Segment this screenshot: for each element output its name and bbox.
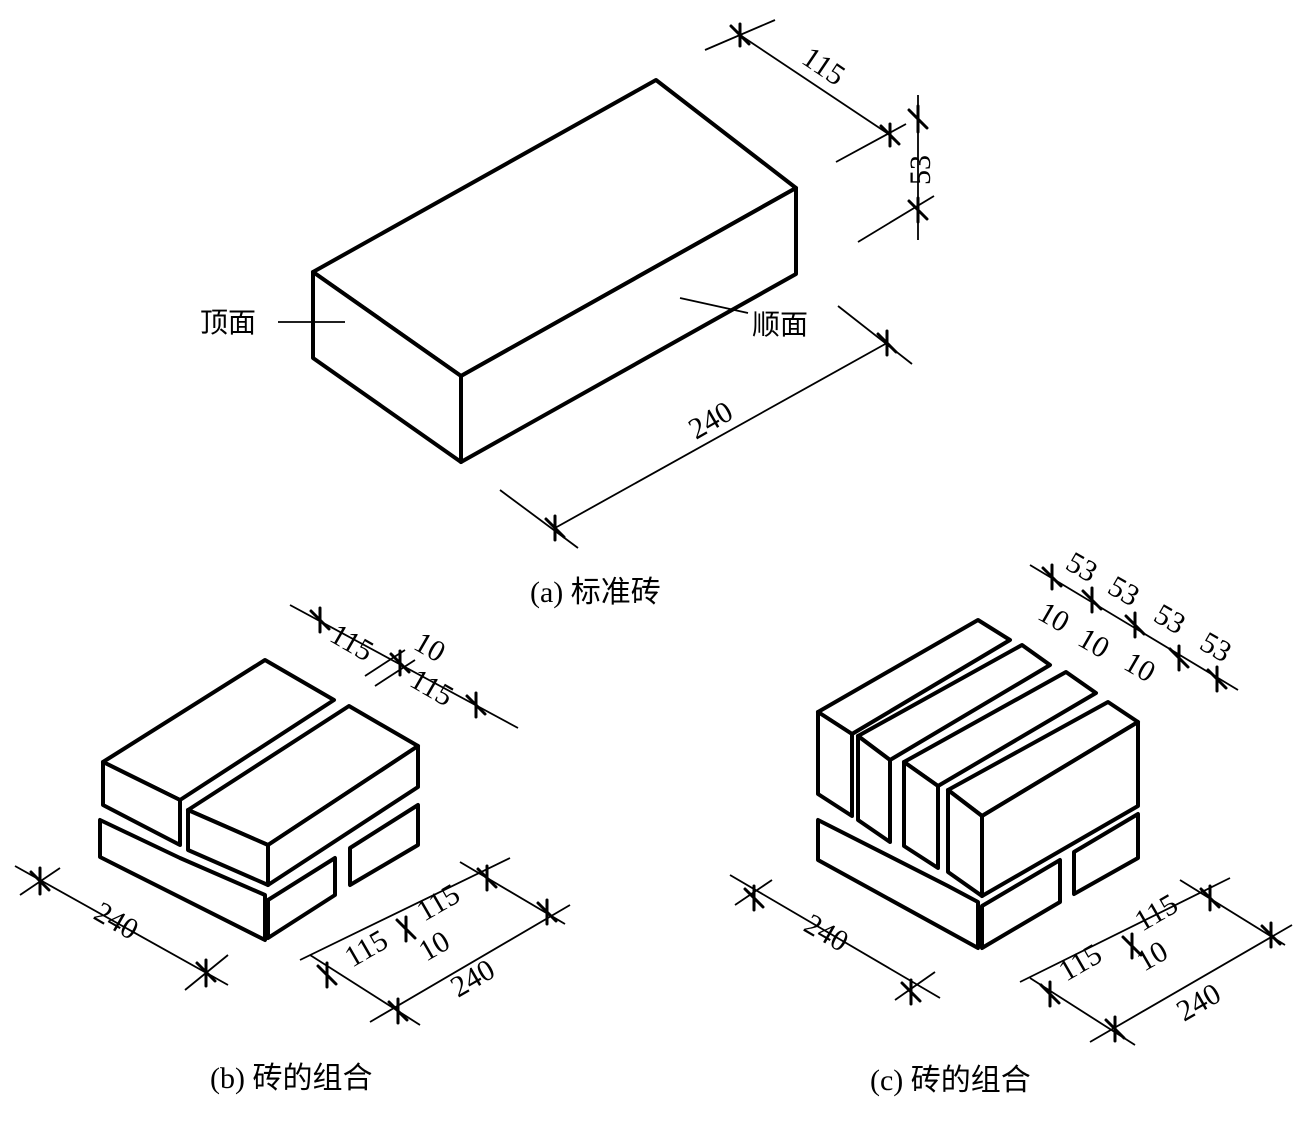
tick bbox=[1041, 563, 1063, 591]
dim-line-240 bbox=[554, 342, 888, 529]
tick bbox=[900, 978, 922, 1006]
ext-line bbox=[857, 195, 935, 243]
tick bbox=[729, 22, 751, 48]
dim-line bbox=[1089, 924, 1293, 1043]
dim-line-left bbox=[729, 874, 941, 999]
dim-label: 240 bbox=[89, 895, 144, 946]
dim-label: 115 bbox=[411, 878, 466, 929]
figure-c-brick-combination: 53 53 53 53 10 10 10 240 115 115 10 240 … bbox=[729, 545, 1293, 1097]
leader-stretcher-face bbox=[679, 297, 749, 314]
brick-c-lower-side-right bbox=[1072, 812, 1140, 896]
figure-b-brick-combination: 115 10 115 240 115 115 10 240 (b) 砖的组合 bbox=[14, 604, 571, 1095]
tick bbox=[476, 864, 498, 892]
dim-label: 53 bbox=[1103, 569, 1145, 613]
tick bbox=[536, 898, 558, 926]
ext-line bbox=[374, 659, 416, 687]
ext-line bbox=[1179, 879, 1286, 946]
brick-lower-front bbox=[98, 818, 267, 942]
dim-label-53: 53 bbox=[904, 155, 937, 185]
tick bbox=[1260, 921, 1282, 949]
dim-label-240: 240 bbox=[683, 395, 738, 446]
label-stretcher-face: 顺面 bbox=[752, 308, 808, 341]
dim-line-115 bbox=[739, 34, 891, 136]
ext-line bbox=[1029, 977, 1136, 1046]
tick bbox=[907, 196, 929, 224]
tick bbox=[907, 104, 929, 134]
brick-c1-end bbox=[816, 710, 854, 818]
dim-label: 10 bbox=[409, 625, 451, 669]
brick-upper-right-side bbox=[266, 744, 420, 887]
dim-label: 240 bbox=[445, 953, 500, 1004]
ext-line bbox=[364, 649, 406, 677]
tick bbox=[743, 884, 765, 912]
dim-label: 10 bbox=[1073, 621, 1115, 665]
tick bbox=[1121, 932, 1143, 960]
tick bbox=[1104, 1015, 1126, 1043]
figure-a-standard-brick: 顶面 顺面 115 53 240 (a) 标准砖 bbox=[200, 19, 937, 609]
brick-lower-side-right bbox=[348, 803, 420, 887]
label-header-face: 顶面 bbox=[200, 306, 256, 339]
ext-line bbox=[837, 305, 913, 365]
tick bbox=[1206, 665, 1228, 693]
caption-b: (b) 砖的组合 bbox=[210, 1062, 372, 1095]
dim-label: 115 bbox=[1053, 938, 1108, 989]
tick bbox=[1199, 884, 1221, 912]
brick-c2-end bbox=[856, 734, 892, 844]
caption-a: (a) 标准砖 bbox=[530, 576, 661, 609]
brick-c4-side bbox=[980, 720, 1140, 898]
tick bbox=[544, 514, 566, 542]
dim-label: 115 bbox=[1129, 888, 1184, 939]
dim-label: 240 bbox=[1171, 977, 1226, 1028]
brick-upper-left-end bbox=[101, 760, 182, 847]
dim-label: 53 bbox=[1061, 545, 1103, 589]
dim-label: 53 bbox=[1195, 625, 1237, 669]
dim-label: 10 bbox=[1033, 595, 1075, 639]
dim-line bbox=[299, 857, 511, 961]
tick bbox=[316, 961, 338, 989]
tick bbox=[1168, 644, 1190, 672]
brick-c3-end bbox=[902, 760, 940, 870]
dim-line bbox=[369, 904, 571, 1023]
brick-c-lower-front bbox=[816, 818, 980, 950]
tick bbox=[195, 958, 217, 988]
dim-line bbox=[1019, 877, 1231, 983]
brick-side-face bbox=[459, 186, 798, 464]
tick bbox=[387, 997, 409, 1025]
dim-label: 53 bbox=[1149, 597, 1191, 641]
dim-label: 115 bbox=[339, 924, 394, 975]
brick-lower-side-left bbox=[266, 856, 337, 940]
brick-c-lower-side-left bbox=[980, 858, 1062, 950]
tick bbox=[395, 915, 417, 943]
dim-label: 240 bbox=[799, 907, 854, 958]
dim-label: 115 bbox=[405, 662, 460, 713]
tick bbox=[389, 649, 411, 677]
tick bbox=[309, 606, 331, 634]
dim-line-left bbox=[14, 865, 229, 986]
tick bbox=[876, 329, 898, 357]
dim-label: 10 bbox=[413, 924, 455, 968]
ext-line bbox=[835, 123, 907, 163]
tick bbox=[1081, 586, 1103, 614]
dim-label: 115 bbox=[325, 617, 380, 668]
caption-c: (c) 砖的组合 bbox=[870, 1064, 1031, 1097]
dim-label: 10 bbox=[1131, 934, 1173, 978]
tick bbox=[29, 866, 51, 896]
dim-label: 10 bbox=[1119, 645, 1161, 689]
tick bbox=[879, 122, 901, 148]
tick bbox=[1124, 611, 1146, 639]
ext-line bbox=[894, 971, 936, 1001]
dim-label-115: 115 bbox=[796, 40, 851, 92]
tick bbox=[465, 691, 487, 719]
tick bbox=[1039, 980, 1061, 1008]
ext-line bbox=[499, 489, 579, 549]
